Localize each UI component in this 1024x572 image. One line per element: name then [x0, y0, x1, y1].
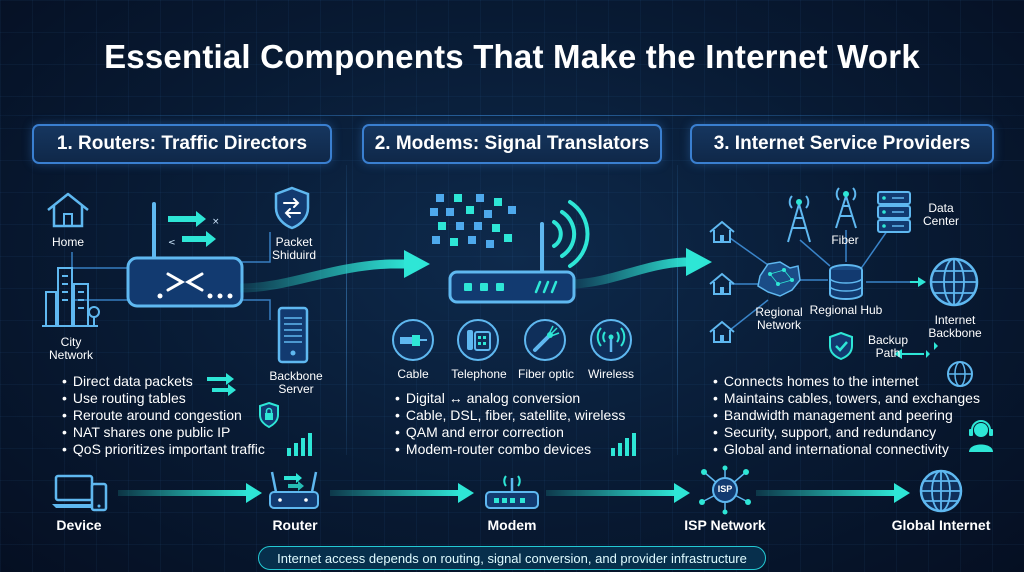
header-divider	[0, 115, 1024, 116]
internet-backbone-label: Internet Backbone	[928, 313, 982, 340]
modems-bullet-list: Digital ↔ analog conversion Cable, DSL, …	[395, 390, 625, 458]
routers-bullet-list: Direct data packets Use routing tables R…	[62, 373, 265, 458]
isp-badge: ISP	[717, 484, 733, 494]
cable-label: Cable	[397, 367, 429, 381]
shield-icon	[274, 186, 310, 230]
isp-bullet-list: Connects homes to the internet Maintains…	[713, 373, 980, 458]
data-center-icon	[877, 191, 911, 233]
shield-check-icon	[829, 331, 853, 361]
signal-bars-icon	[611, 433, 636, 456]
cable-icon	[392, 319, 434, 361]
regional-hub-icon	[829, 264, 863, 300]
list-item: Reroute around congestion	[62, 407, 265, 424]
wireless-icon	[590, 319, 632, 361]
modem-icon	[485, 475, 539, 509]
modem-label: Modem	[487, 517, 537, 533]
backbone-server-icon	[277, 306, 309, 364]
telephone-icon	[457, 319, 499, 361]
small-arrows-icon	[207, 373, 236, 396]
home-label: Home	[51, 235, 84, 249]
signal-bars-icon	[287, 433, 312, 456]
city-network-icon	[42, 267, 100, 327]
global-internet-icon	[919, 469, 963, 513]
list-item: Global and international connectivity	[713, 441, 980, 458]
city-network-label: City Network	[48, 335, 93, 362]
list-item: Modem-router combo devices	[395, 441, 625, 458]
device-icon	[52, 474, 108, 512]
digital-signal-icon	[430, 194, 516, 248]
section-divider-2	[677, 165, 678, 455]
page-title: Essential Components That Make the Inter…	[104, 38, 920, 75]
globe-icon	[929, 257, 979, 307]
packet-arrows-icon: × <	[168, 211, 220, 248]
fiber-optic-label: Fiber optic	[517, 367, 575, 381]
list-item: Security, support, and redundancy	[713, 424, 980, 441]
flow-arrow-modems-to-isp	[573, 248, 712, 289]
router-icon	[126, 202, 244, 308]
router-label: Router	[272, 517, 318, 533]
list-item: Connects homes to the internet	[713, 373, 980, 390]
modems-section-header: 2. Modems: Signal Translators	[362, 124, 662, 164]
routers-section-header: 1. Routers: Traffic Directors	[32, 124, 332, 164]
home-icon	[47, 192, 89, 228]
list-item: QAM and error correction	[395, 424, 625, 441]
cell-tower-icon	[787, 195, 811, 243]
svg-text:×: ×	[212, 217, 220, 227]
support-agent-icon	[969, 420, 993, 452]
isp-network-icon	[699, 465, 751, 515]
lock-icon	[259, 401, 279, 429]
flow-arrow-routers-to-modems	[239, 250, 430, 293]
sparkle-icon	[926, 342, 938, 358]
svg-text:<: <	[168, 238, 176, 248]
regional-hub-label: Regional Hub	[809, 303, 883, 317]
regional-network-label: Regional Network	[755, 305, 803, 332]
regional-map-icon	[757, 261, 801, 297]
telephone-label: Telephone	[451, 367, 507, 381]
fiber-optic-icon	[524, 319, 566, 361]
backup-path-label: Backup Path	[867, 333, 909, 360]
list-item: Digital ↔ analog conversion	[395, 390, 625, 407]
list-item: QoS prioritizes important traffic	[62, 441, 265, 458]
isp-section-header: 3. Internet Service Providers	[690, 124, 994, 164]
fiber-tower-icon	[835, 187, 857, 229]
data-center-label: Data Center	[922, 201, 960, 228]
footer-banner: Internet access depends on routing, sign…	[258, 546, 766, 570]
modem-icon	[448, 200, 590, 304]
wireless-label: Wireless	[587, 367, 634, 381]
list-item: Cable, DSL, fiber, satellite, wireless	[395, 407, 625, 424]
backbone-server-label: Backbone Server	[269, 369, 323, 396]
list-item: Use routing tables	[62, 390, 265, 407]
list-item: Direct data packets	[62, 373, 265, 390]
section-divider-1	[346, 165, 347, 455]
globe-icon	[947, 361, 973, 387]
home-icon	[709, 320, 735, 343]
home-icon	[709, 272, 735, 295]
device-label: Device	[56, 517, 102, 533]
isp-network-label: ISP Network	[684, 517, 766, 533]
home-icon	[709, 220, 735, 243]
list-item: NAT shares one public IP	[62, 424, 265, 441]
global-internet-label: Global Internet	[891, 517, 991, 533]
packet-shield-label: Packet Shiduird	[271, 235, 317, 262]
list-item: Maintains cables, towers, and exchanges	[713, 390, 980, 407]
fiber-label: Fiber	[831, 233, 859, 247]
router-icon	[269, 471, 319, 509]
list-item: Bandwidth management and peering	[713, 407, 980, 424]
